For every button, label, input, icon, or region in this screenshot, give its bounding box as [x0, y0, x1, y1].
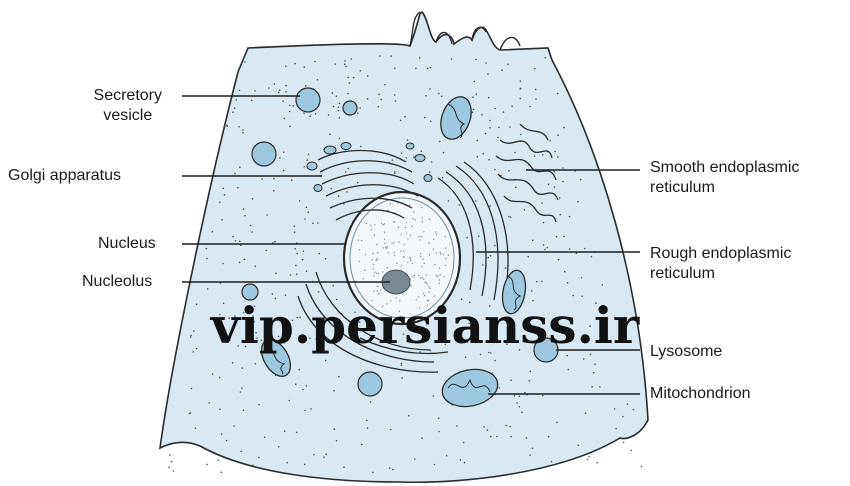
label-rough-er-line2: reticulum [650, 264, 791, 284]
label-nucleus: Nucleus [98, 234, 156, 254]
label-golgi: Golgi apparatus [8, 166, 121, 186]
label-secretory-line1: Secretory [94, 86, 162, 106]
watermark: vip.persianss.ir [0, 296, 850, 356]
label-rough-er-line1: Rough endoplasmic [650, 244, 791, 264]
label-rough-er: Rough endoplasmic reticulum [650, 244, 791, 284]
label-smooth-er-line2: reticulum [650, 178, 799, 198]
label-nucleolus: Nucleolus [82, 272, 152, 292]
label-secretory-vesicle: Secretory vesicle [94, 86, 162, 126]
label-smooth-er: Smooth endoplasmic reticulum [650, 158, 799, 198]
label-smooth-er-line1: Smooth endoplasmic [650, 158, 799, 178]
label-mitochondrion: Mitochondrion [650, 384, 751, 404]
label-secretory-line2: vesicle [94, 106, 162, 126]
